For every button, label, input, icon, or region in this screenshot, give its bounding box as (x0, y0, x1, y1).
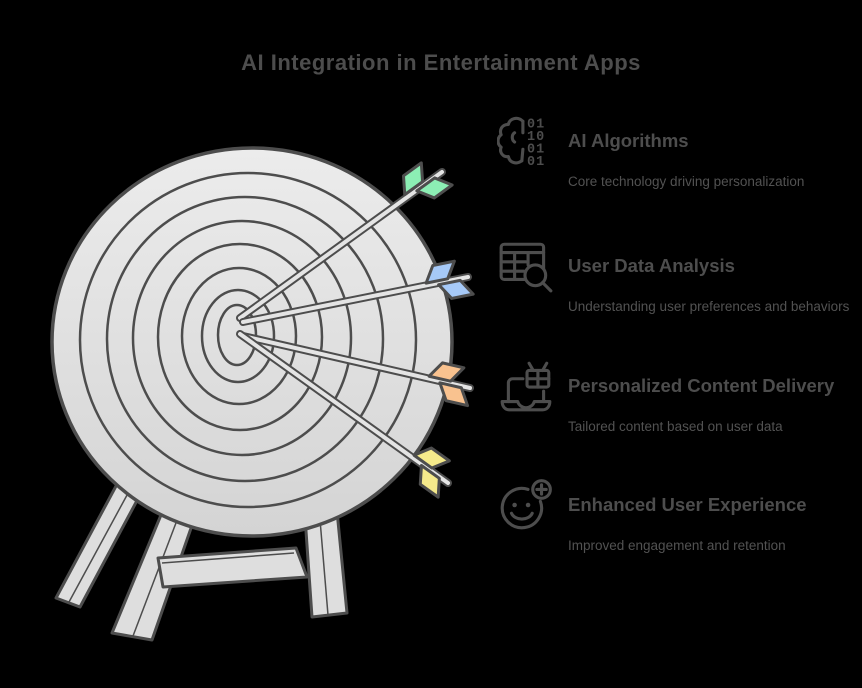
fletching-blue (424, 259, 475, 300)
laptop-content-icon (497, 357, 555, 415)
svg-text:01: 01 (527, 118, 545, 133)
list-item-ai-algorithms: 01 10 01 01 AI Algorithms Core technolog… (497, 112, 853, 192)
item-title: Enhanced User Experience (568, 494, 807, 515)
list-item-personalized-content-delivery: Personalized Content Delivery Tailored c… (497, 357, 853, 437)
brain-binary-icon: 01 10 01 01 (497, 112, 555, 170)
data-table-search-icon (497, 237, 555, 295)
list-item-enhanced-user-experience: Enhanced User Experience Improved engage… (497, 476, 853, 556)
fletching-yellow (412, 446, 451, 499)
list-item-user-data-analysis: User Data Analysis Understanding user pr… (497, 237, 853, 317)
item-title: User Data Analysis (568, 255, 735, 276)
fletching-orange (427, 361, 470, 408)
smiley-plus-icon (497, 476, 555, 534)
dartboard-svg (50, 146, 475, 642)
item-title: AI Algorithms (568, 130, 689, 151)
arrow-blue (239, 259, 475, 326)
arrow-green (236, 161, 454, 322)
item-description: Understanding user preferences and behav… (568, 299, 850, 314)
stand-crossbar (156, 546, 309, 589)
item-title: Personalized Content Delivery (568, 375, 835, 396)
svg-text:01: 01 (527, 142, 545, 157)
svg-text:10: 10 (527, 130, 545, 145)
item-description: Tailored content based on user data (568, 419, 783, 434)
arrow-orange (239, 332, 474, 408)
svg-text:01: 01 (527, 155, 545, 170)
arrow-yellow (236, 330, 452, 499)
fletching-green (401, 161, 454, 200)
arrows (236, 161, 475, 499)
item-description: Core technology driving personalization (568, 174, 805, 189)
page-title: AI Integration in Entertainment Apps (241, 50, 641, 75)
item-description: Improved engagement and retention (568, 538, 786, 553)
target-illustration (0, 130, 480, 688)
